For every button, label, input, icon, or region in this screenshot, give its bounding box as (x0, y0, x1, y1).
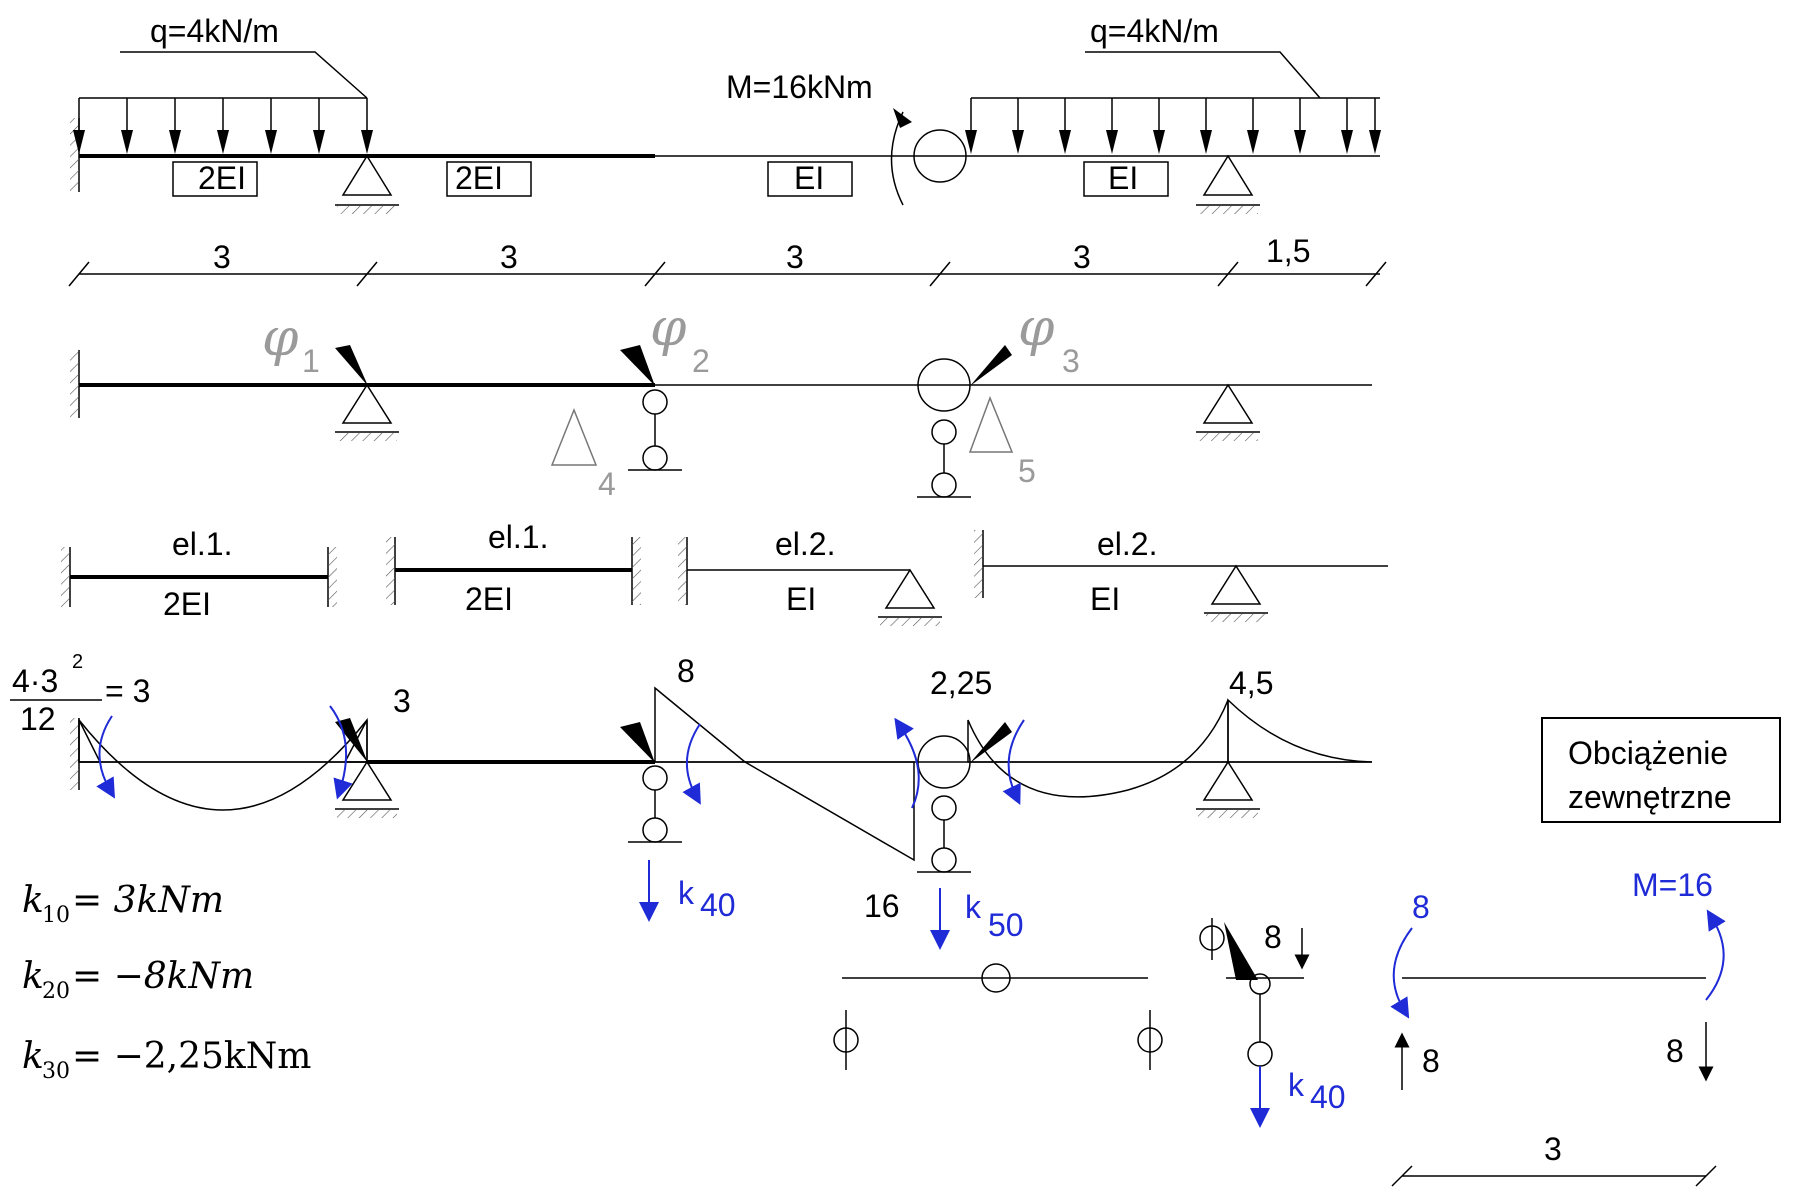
left-moment-8: 8 (1412, 889, 1430, 925)
stiffness-1: 2EI (198, 160, 246, 196)
dim-1: 3 (213, 239, 231, 275)
frac-eq: = 3 (105, 673, 150, 709)
moment-diagram: 4·3 2 12 = 3 3 8 2,25 4,5 16 k 40 k 50 (10, 651, 1373, 950)
el2a-stiff: EI (786, 581, 816, 617)
k50-label: k (965, 889, 982, 925)
el1a-name: el.1. (172, 526, 232, 562)
phi2-sub: 2 (692, 343, 710, 379)
k50-sub: 50 (988, 907, 1024, 943)
k20-lhs: k (22, 956, 44, 997)
frac-den: 12 (20, 701, 56, 737)
phi1-symbol: φ (262, 308, 299, 368)
el1b-name: el.1. (488, 519, 548, 555)
k20-sub: 20 (42, 979, 70, 1004)
moment-label: M=16kNm (726, 69, 873, 105)
q-right-label: q=4kN/m (1090, 13, 1219, 49)
pin-support-2 (1196, 154, 1260, 214)
delta4-sub: 4 (598, 466, 616, 502)
dim-4: 3 (1073, 239, 1091, 275)
moment-val-16: 16 (864, 888, 900, 924)
dimension-line: 3 3 3 3 1,5 (68, 233, 1387, 287)
el1b-stiff: 2EI (465, 581, 513, 617)
span-3: 3 (1544, 1131, 1562, 1167)
el2b-name: el.2. (1097, 526, 1157, 562)
k40b-label: k (1288, 1067, 1305, 1103)
q-left-label: q=4kN/m (150, 13, 279, 49)
pin-support-1 (335, 154, 399, 214)
el1a-stiff: 2EI (163, 586, 211, 622)
stiffness-3: EI (794, 160, 824, 196)
phi3-sub: 3 (1062, 343, 1080, 379)
node-force-8: 8 (1264, 919, 1282, 955)
legend-line-1: Obciążenie (1568, 735, 1728, 771)
left-force-8: 8 (1422, 1043, 1440, 1079)
k10-lhs: k (22, 880, 44, 921)
k40-sub: 40 (700, 887, 736, 923)
moment-val-8: 8 (677, 653, 695, 689)
hinge-circle (913, 129, 967, 183)
right-load-arrows (965, 98, 1381, 154)
legend-line-2: zewnętrzne (1568, 779, 1732, 815)
k10-rhs: = 3kNm (72, 880, 224, 921)
el2a-name: el.2. (775, 526, 835, 562)
free-body-element: 8 M=16 8 8 3 (1390, 867, 1726, 1187)
moment-val-4-5: 4,5 (1229, 665, 1273, 701)
legend-box: Obciążenie zewnętrzne (1541, 717, 1781, 823)
left-load-arrows (73, 98, 373, 154)
delta5-sub: 5 (1018, 453, 1036, 489)
loaded-beam: q=4kN/m q=4kN/m M=16kNm (70, 13, 1381, 214)
frac-num: 4·3 (12, 663, 58, 699)
moment-val-2-25: 2,25 (930, 665, 992, 701)
basic-system: φ 1 φ 2 φ 3 4 5 (70, 298, 1372, 502)
frac-exp: 2 (72, 651, 83, 673)
free-body-node: 8 k 40 (1199, 918, 1346, 1128)
k40b-sub: 40 (1310, 1079, 1346, 1115)
dim-5: 1,5 (1266, 233, 1310, 269)
dim-2: 3 (500, 239, 518, 275)
k20-rhs: = −8kNm (72, 956, 254, 997)
phi1-sub: 1 (302, 343, 320, 379)
k10-sub: 10 (42, 903, 70, 928)
element-types: el.1. 2EI el.1. 2EI el.2. EI el.2. EI (61, 519, 1388, 626)
moment-val-3: 3 (393, 683, 411, 719)
free-body-beam (833, 963, 1163, 1070)
k40-label: k (678, 875, 695, 911)
right-moment-16: M=16 (1632, 867, 1713, 903)
phi3-symbol: φ (1018, 298, 1055, 358)
k30-lhs: k (22, 1036, 44, 1077)
k30-rhs: = −2,25kNm (72, 1036, 311, 1077)
right-force-8: 8 (1666, 1033, 1684, 1069)
phi2-symbol: φ (650, 298, 687, 358)
k30-sub: 30 (42, 1059, 70, 1084)
stiffness-4: EI (1108, 160, 1138, 196)
el2b-stiff: EI (1090, 581, 1120, 617)
dim-3: 3 (786, 239, 804, 275)
equations: k 10 = 3kNm k 20 = −8kNm k 30 = −2,25kNm (22, 880, 311, 1084)
stiffness-2: 2EI (455, 160, 503, 196)
